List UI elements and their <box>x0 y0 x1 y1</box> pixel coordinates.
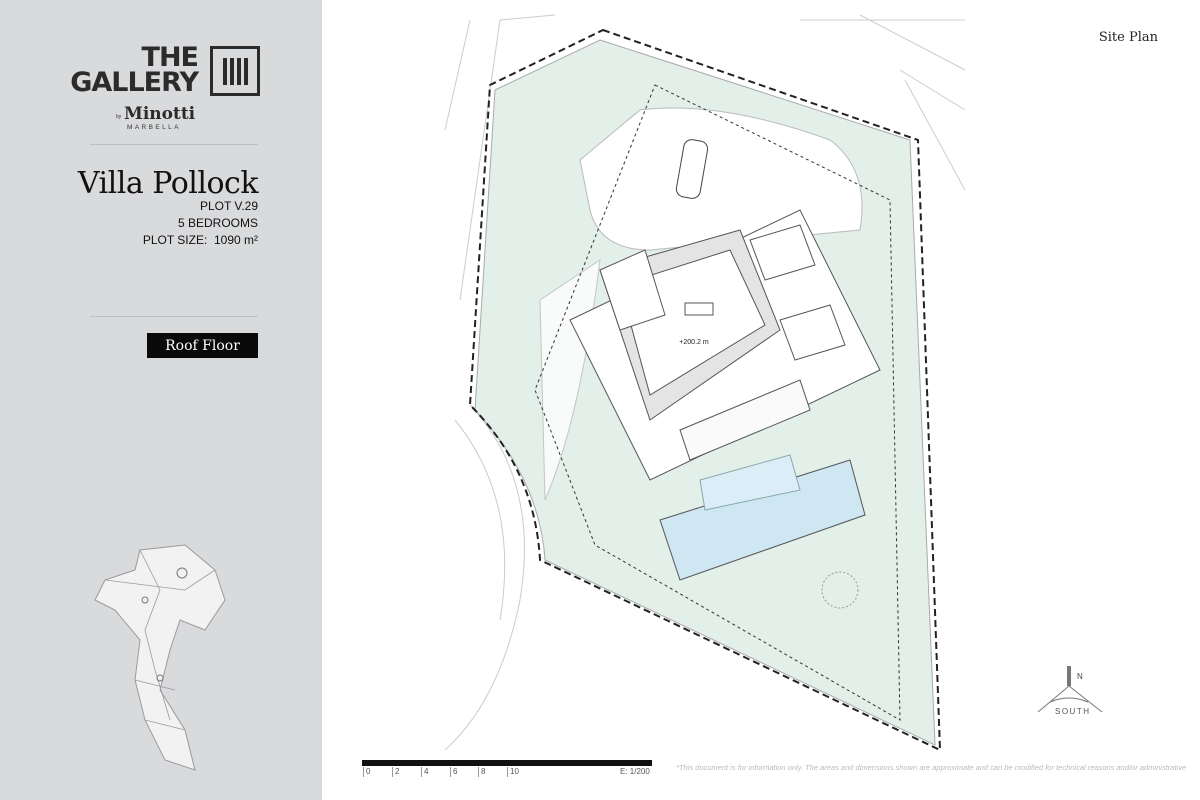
logo-name: Minotti <box>124 104 196 124</box>
villa-title: Villa Pollock <box>77 166 259 201</box>
site-plan-drawing: +200.2 m <box>444 14 966 750</box>
house <box>569 209 881 481</box>
development-minimap <box>94 544 226 771</box>
info-panel: THE GALLERY by Minotti MARBELLA Villa Po… <box>0 0 322 800</box>
south-label: SOUTH <box>1055 707 1091 716</box>
scale-tick: 8 <box>478 767 485 777</box>
scale-tick: 4 <box>421 767 428 777</box>
north-label: N <box>1077 672 1083 681</box>
divider <box>90 316 258 317</box>
logo-text: THE <box>141 42 199 73</box>
scale-tick: 6 <box>450 767 457 777</box>
bedrooms: 5 BEDROOMS <box>177 216 258 230</box>
car-icon <box>675 139 709 199</box>
logo-city: MARBELLA <box>127 124 181 131</box>
plot-size: PLOT SIZE: 1090 m² <box>143 233 258 247</box>
plot-size-label: PLOT SIZE: <box>142 233 208 247</box>
building-setback <box>534 84 901 721</box>
logo-text: GALLERY <box>70 67 199 98</box>
tree-icon <box>821 571 859 609</box>
disclaimer: *This document is for information only. … <box>676 763 1187 772</box>
logo-by: by <box>116 114 122 120</box>
divider <box>90 144 258 145</box>
plot-size-value: 1090 m² <box>213 233 258 247</box>
logo-mark-icon <box>210 46 260 96</box>
elevation-label: +200.2 m <box>679 339 709 346</box>
roof-floor-button[interactable]: Roof Floor <box>147 333 258 358</box>
scale-tick: 10 <box>507 767 519 777</box>
scale-bar <box>362 760 652 766</box>
site-plan-label: Site Plan <box>1098 30 1158 45</box>
plot-number: PLOT V.29 <box>199 199 258 213</box>
brand-logo: THE GALLERY by Minotti MARBELLA <box>70 42 260 134</box>
scale-tick: 0 <box>363 767 370 777</box>
scale-tick: 2 <box>392 767 399 777</box>
plot-boundary <box>468 28 942 750</box>
scale-ratio: E: 1/200 <box>620 767 650 776</box>
compass-icon: N SOUTH <box>1037 666 1103 716</box>
